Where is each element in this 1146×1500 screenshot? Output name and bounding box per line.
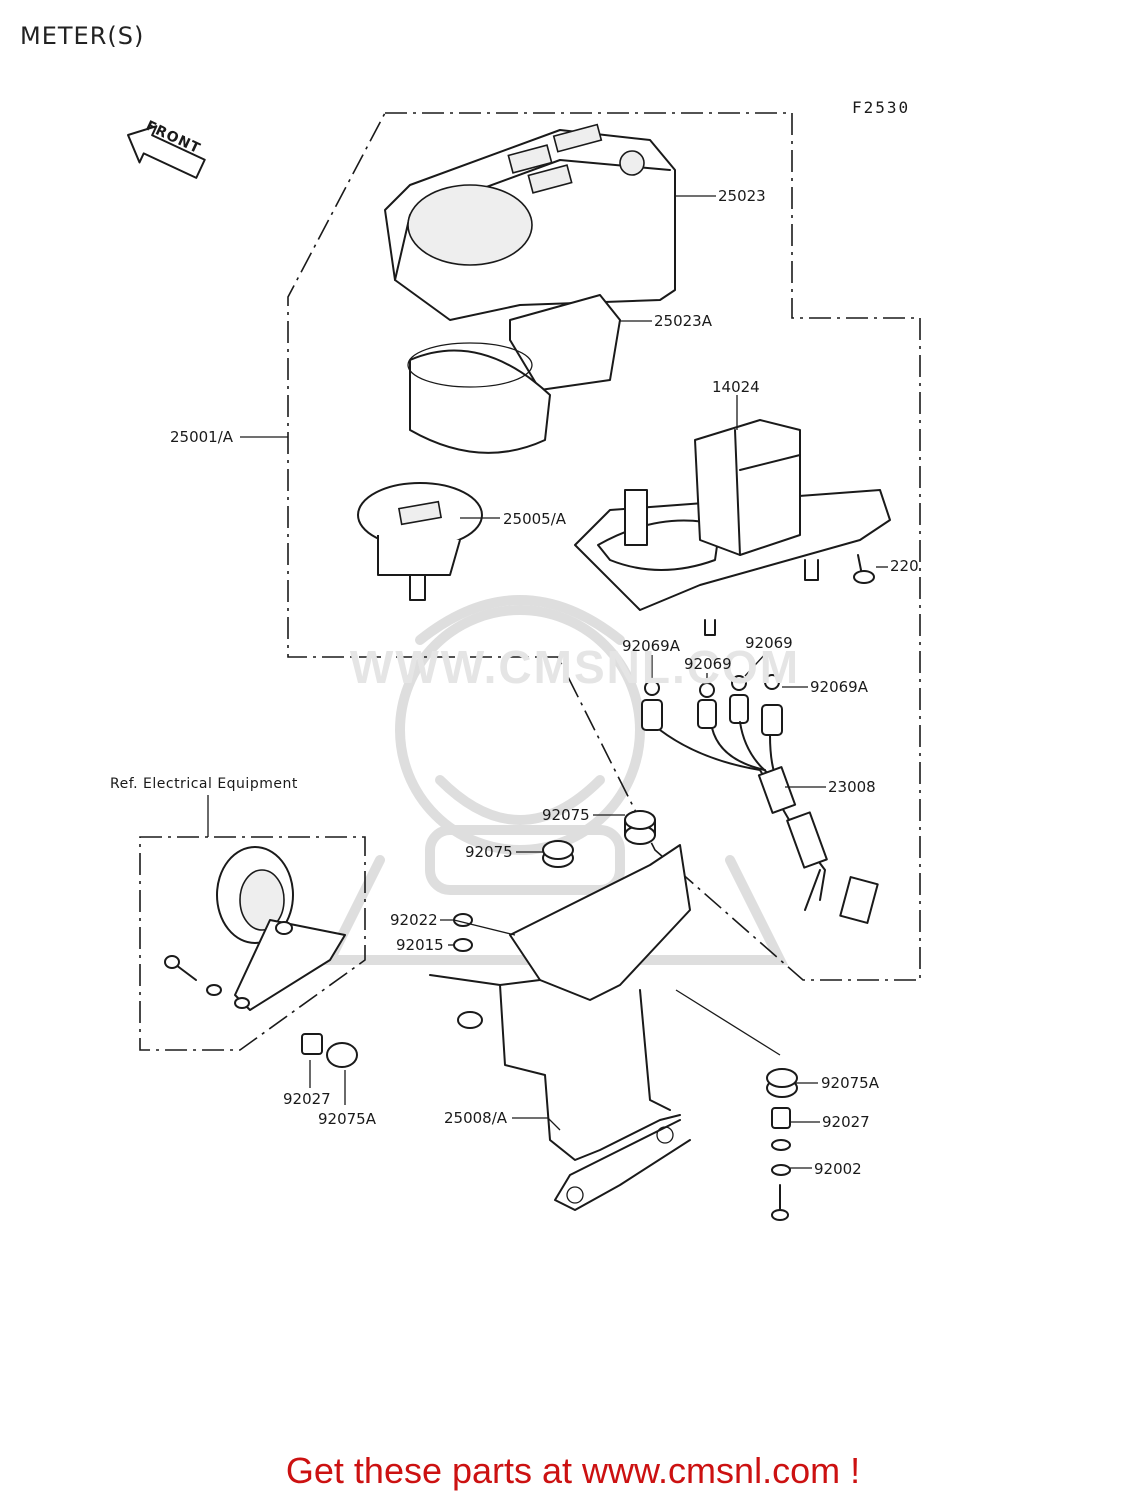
- part-label-92075a-right[interactable]: 92075A: [821, 1074, 879, 1092]
- meter-bracket: [429, 844, 691, 1211]
- part-label-220[interactable]: 220: [890, 557, 919, 575]
- reference-box: [139, 836, 366, 1051]
- meter-lens-cup: [407, 294, 621, 454]
- meter-housing: [574, 419, 891, 636]
- screw-220: [853, 554, 875, 584]
- front-arrow-icon: [127, 125, 206, 179]
- part-label-92069-top[interactable]: 92069: [745, 634, 793, 652]
- meter-case-cover: [384, 123, 676, 321]
- part-label-92069-mid[interactable]: 92069: [684, 655, 732, 673]
- part-label-92075a-left[interactable]: 92075A: [318, 1110, 376, 1128]
- mounting-hardware-stack: [766, 1068, 798, 1221]
- part-label-25005a[interactable]: 25005/A: [503, 510, 567, 528]
- part-label-14024[interactable]: 14024: [712, 378, 760, 396]
- watermark-text: WWW.CMSNL.COM: [349, 641, 801, 693]
- part-label-92027-left[interactable]: 92027: [283, 1090, 331, 1108]
- callout-leaders: [240, 195, 888, 1169]
- figure-code: F2530: [852, 98, 911, 117]
- part-label-25023[interactable]: 25023: [718, 187, 766, 205]
- reference-note: Ref. Electrical Equipment: [110, 776, 298, 792]
- part-label-92002[interactable]: 92002: [814, 1160, 862, 1178]
- page-title: METER(S): [20, 22, 145, 50]
- part-label-25008a[interactable]: 25008/A: [444, 1109, 508, 1127]
- assembly-outline: [287, 112, 921, 981]
- horn-unit: [164, 846, 358, 1068]
- part-label-92022[interactable]: 92022: [390, 911, 438, 929]
- part-label-92069a-left[interactable]: 92069A: [622, 637, 680, 655]
- bulb-sockets: [641, 674, 783, 736]
- part-label-92075-left[interactable]: 92075: [465, 843, 513, 861]
- part-label-23008[interactable]: 23008: [828, 778, 876, 796]
- part-label-92015[interactable]: 92015: [396, 936, 444, 954]
- washers: [453, 913, 473, 952]
- part-label-92027-right[interactable]: 92027: [822, 1113, 870, 1131]
- promo-link[interactable]: Get these parts at www.cmsnl.com !: [285, 1450, 861, 1491]
- part-label-92069a-right[interactable]: 92069A: [810, 678, 868, 696]
- leader-bracket-hardware: [675, 989, 781, 1056]
- grommets-92075: [542, 810, 656, 868]
- part-label-25001a[interactable]: 25001/A: [170, 428, 234, 446]
- part-label-25023a[interactable]: 25023A: [654, 312, 712, 330]
- wiring-harness: [659, 721, 879, 924]
- part-label-92075-top[interactable]: 92075: [542, 806, 590, 824]
- speedometer-unit: [357, 482, 483, 601]
